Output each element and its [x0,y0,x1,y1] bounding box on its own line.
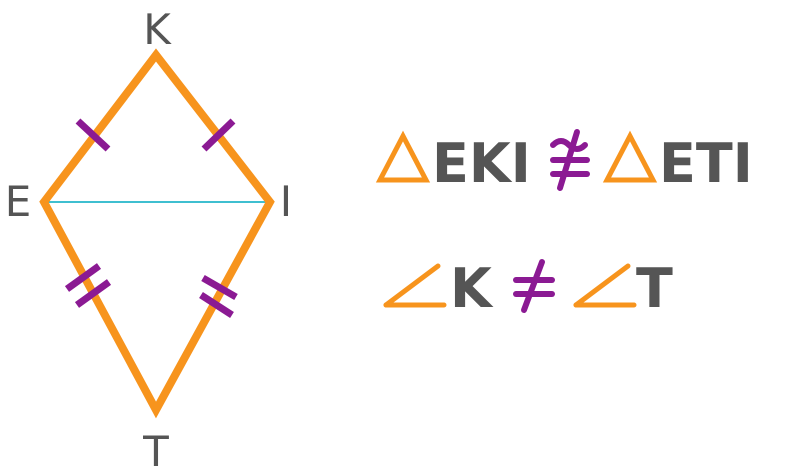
triangle-icon [375,130,431,183]
statement2-left: K [450,257,494,320]
vertex-label-e: E [5,177,32,226]
vertex-label-t: T [142,427,169,472]
tick-it-1 [201,274,238,301]
tick-et-1 [64,263,102,292]
tick-ke [75,118,111,152]
tick-ki [201,118,236,152]
not-congruent-icon [550,129,590,191]
triangle-icon-2 [602,130,658,183]
tick-et-2 [74,279,112,308]
statement1-right: ETI [659,132,753,195]
tick-it-2 [199,292,234,318]
statement2-right: T [636,257,673,320]
angle-icon [383,263,447,308]
kite-outline [39,48,275,419]
vertex-label-i: I [280,177,292,226]
single-tick-marks [75,118,236,152]
statement1-left: EKI [432,132,531,195]
double-tick-marks [64,263,238,318]
angle-icon-2 [573,263,637,308]
not-equal-icon [513,259,555,313]
vertex-label-k: K [143,5,172,54]
